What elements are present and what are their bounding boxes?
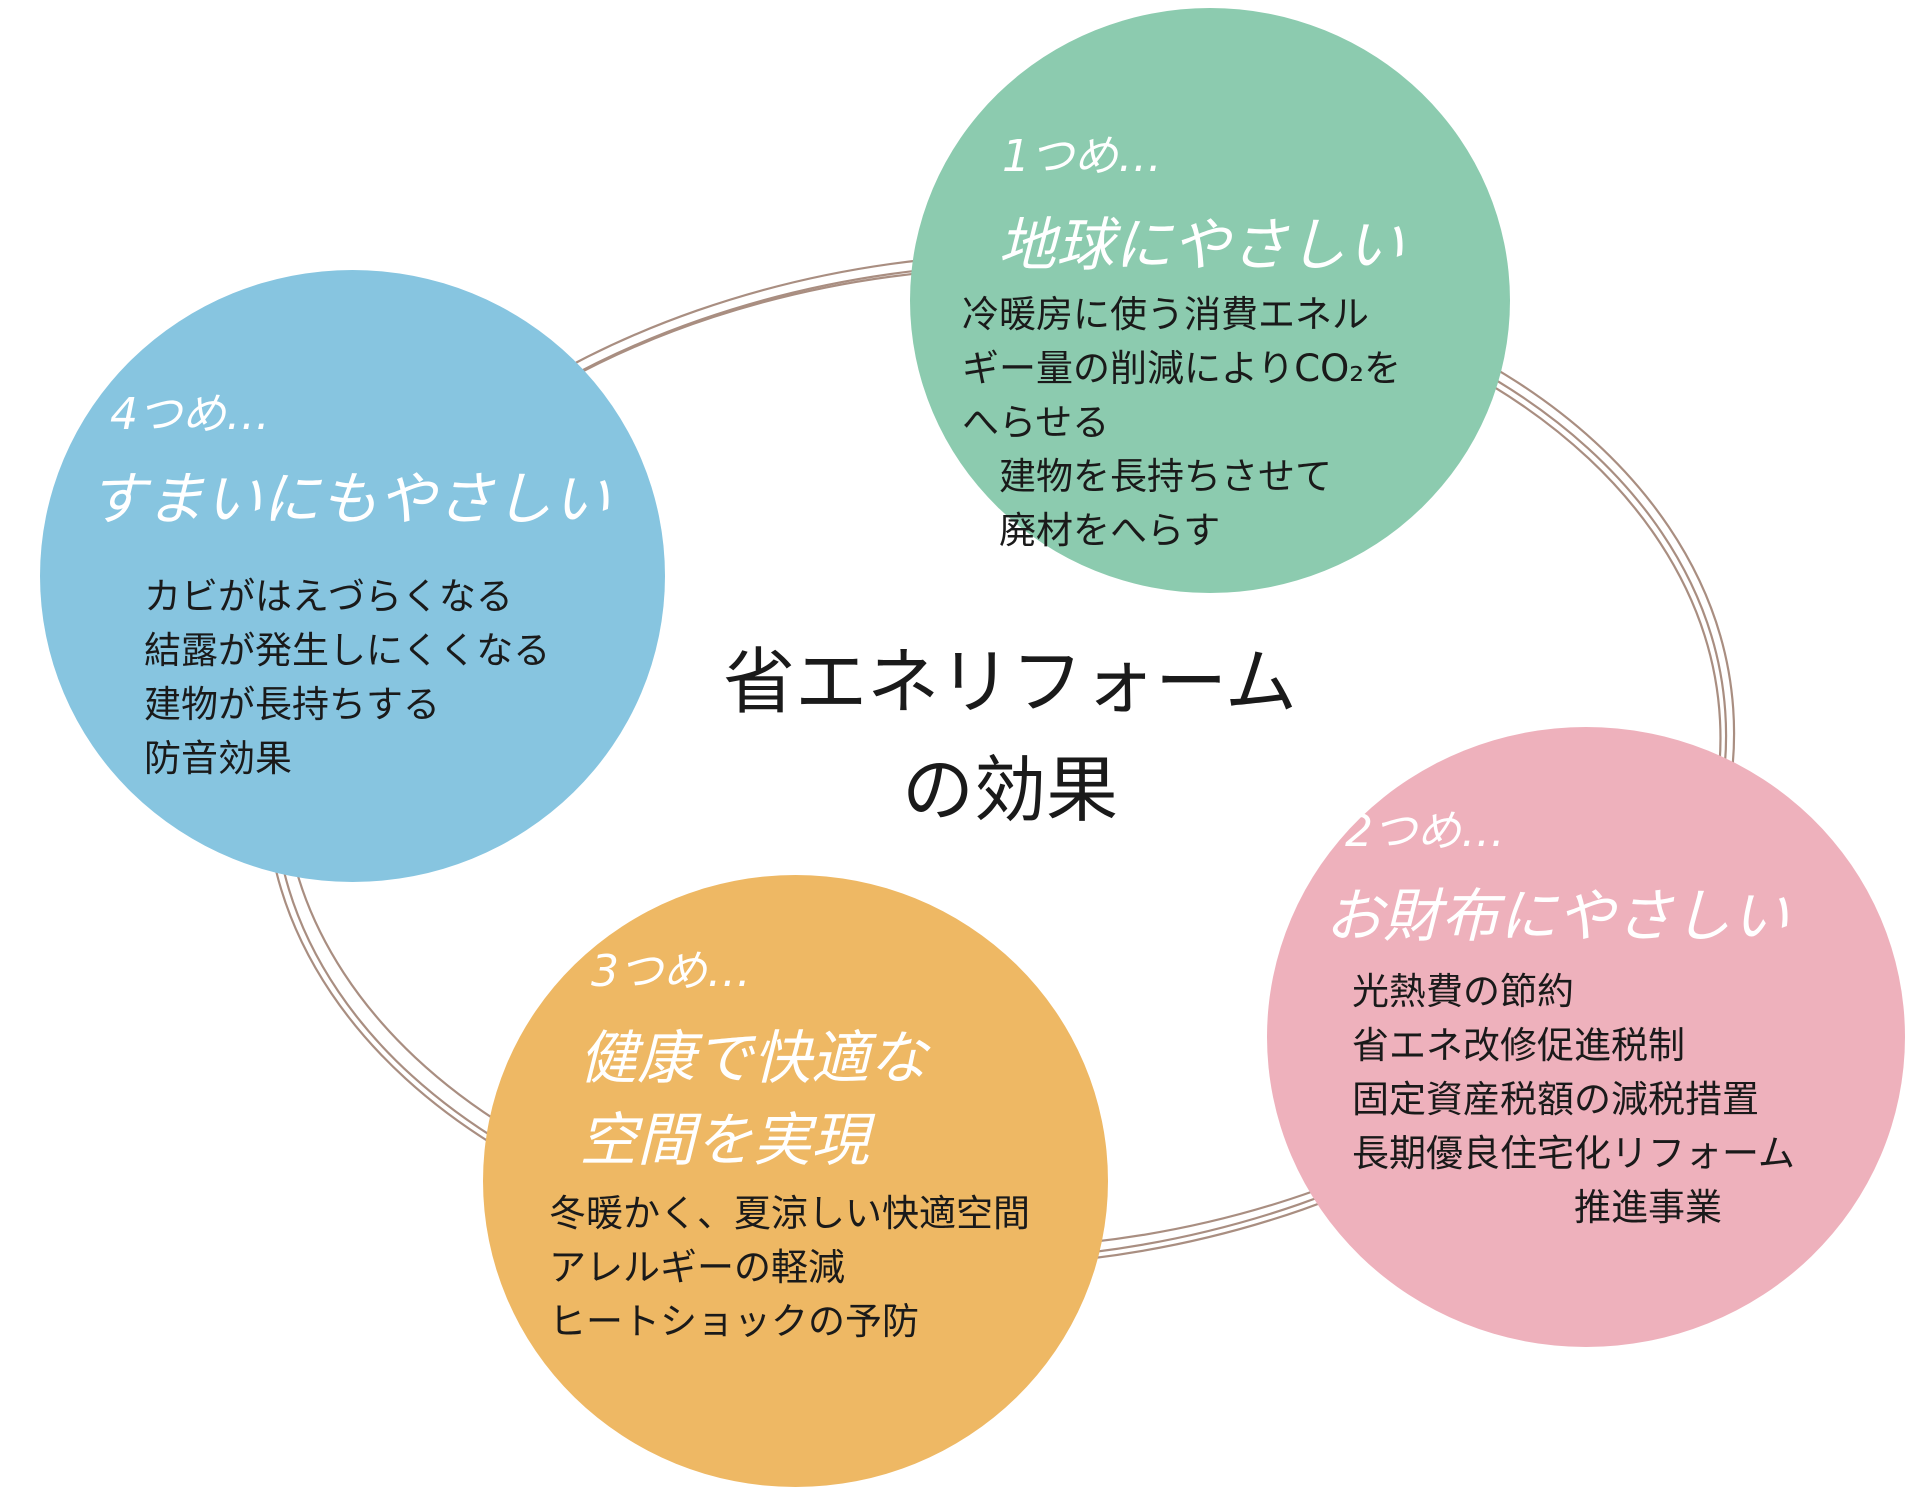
circle-body: 光熱費の節約 省エネ改修促進税制 固定資産税額の減税措置 長期優良住宅化リフォー…	[1352, 965, 1795, 1235]
body-line: 結露が発生しにくくなる	[144, 629, 551, 672]
circle-heading: 健康で快適な	[579, 1024, 928, 1092]
body-line: 推進事業	[1352, 1186, 1722, 1229]
body-line: へらせる	[962, 401, 1110, 444]
effect-circle-earth: 1つめ… 地球にやさしい 冷暖房に使う消費エネル ギー量の削減によりCO₂を へ…	[910, 8, 1510, 593]
body-line: カビがはえづらくなる	[144, 575, 513, 618]
body-line: ギー量の削減によりCO₂を	[962, 347, 1402, 390]
effect-circle-health: 3つめ… 健康で快適な 空間を実現 冬暖かく、夏涼しい快適空間 アレルギーの軽減…	[483, 875, 1108, 1487]
body-line: 光熱費の節約	[1352, 970, 1574, 1013]
circle-body: カビがはえづらくなる 結露が発生しにくくなる 建物が長持ちする 防音効果	[144, 570, 550, 786]
body-line: アレルギーの軽減	[549, 1246, 845, 1289]
circle-body: 冬暖かく、夏涼しい快適空間 アレルギーの軽減 ヒートショックの予防	[549, 1187, 1030, 1349]
body-line: 廃材をへらす	[962, 509, 1221, 552]
body-line: 建物が長持ちする	[144, 683, 440, 726]
circle-body: 冷暖房に使う消費エネル ギー量の削減によりCO₂を へらせる 建物を長持ちさせて…	[962, 288, 1401, 558]
circle-heading: お財布にやさしい	[1325, 882, 1790, 950]
body-line: 冷暖房に使う消費エネル	[962, 293, 1369, 336]
circle-number: 1つめ…	[1002, 131, 1162, 182]
circle-heading: 空間を実現	[579, 1106, 870, 1174]
circle-number: 3つめ…	[591, 946, 751, 997]
circle-heading: 地球にやさしい	[998, 211, 1405, 279]
circle-heading: すまいにもやさしい	[88, 465, 611, 533]
body-line: 防音効果	[144, 737, 292, 780]
body-line: 長期優良住宅化リフォーム	[1352, 1132, 1795, 1175]
effect-circle-wallet: 2つめ… お財布にやさしい 光熱費の節約 省エネ改修促進税制 固定資産税額の減税…	[1267, 727, 1905, 1347]
body-line: 建物を長持ちさせて	[962, 455, 1332, 498]
body-line: 省エネ改修促進税制	[1352, 1024, 1685, 1067]
effect-circle-house: 4つめ… すまいにもやさしい カビがはえづらくなる 結露が発生しにくくなる 建物…	[40, 270, 665, 882]
circle-number: 2つめ…	[1345, 806, 1505, 857]
center-title: 省エネリフォーム の効果	[700, 628, 1320, 844]
title-line: 省エネリフォーム	[723, 640, 1297, 724]
title-line: の効果	[901, 748, 1118, 832]
body-line: 固定資産税額の減税措置	[1352, 1078, 1759, 1121]
body-line: ヒートショックの予防	[549, 1300, 919, 1343]
circle-number: 4つめ…	[110, 389, 270, 440]
body-line: 冬暖かく、夏涼しい快適空間	[549, 1192, 1030, 1235]
